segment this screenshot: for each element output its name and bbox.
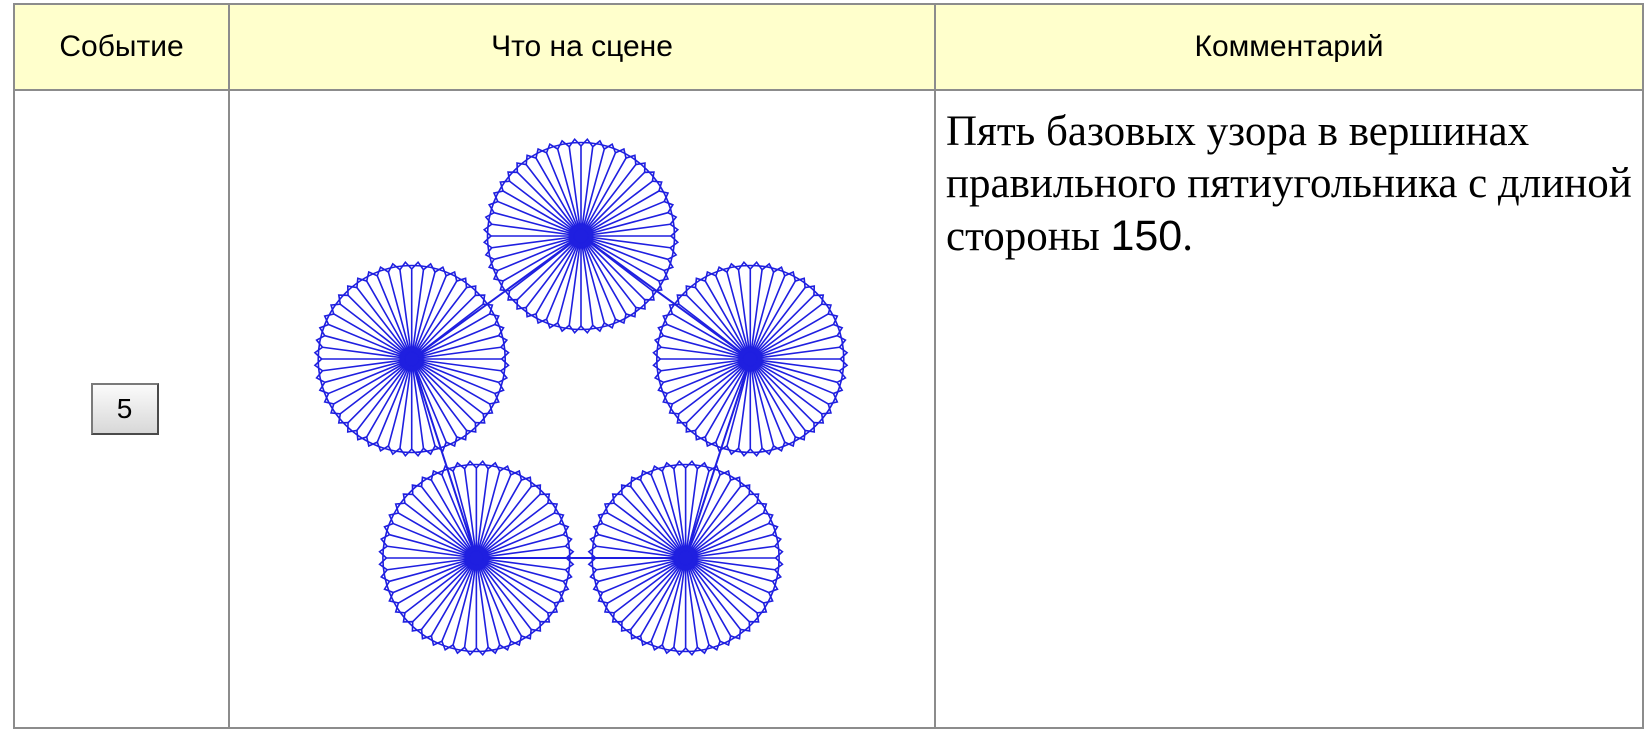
event-cell: 5 [14,90,229,728]
event-5-button[interactable]: 5 [91,383,159,435]
base-pattern [484,139,678,333]
comment-number: 150 [1110,212,1182,260]
pattern-center [469,551,483,565]
base-pattern [315,262,509,456]
scene-canvas [230,91,932,723]
comment-cell: Пять базовых узора в вершинах правильног… [935,90,1643,728]
base-pattern [380,461,574,655]
events-table: Событие Что на сцене Комментарий 5 Пять … [13,3,1644,729]
event-row: 5 Пять базовых узора в вершинах правильн… [14,90,1643,728]
scene-cell [229,90,935,728]
pattern-center [679,551,693,565]
pattern-center [743,352,757,366]
comment-body: Пять базовых узора в вершинах правильног… [946,108,1632,260]
pattern-center [405,352,419,366]
base-pattern [654,262,848,456]
comment-text: Пять базовых узора в вершинах правильног… [936,91,1642,263]
base-pattern [589,461,783,655]
comment-period: . [1182,213,1193,260]
header-event: Событие [14,4,229,90]
header-scene: Что на сцене [229,4,935,90]
header-comment: Комментарий [935,4,1643,90]
pattern-center [574,229,588,243]
header-row: Событие Что на сцене Комментарий [14,4,1643,90]
